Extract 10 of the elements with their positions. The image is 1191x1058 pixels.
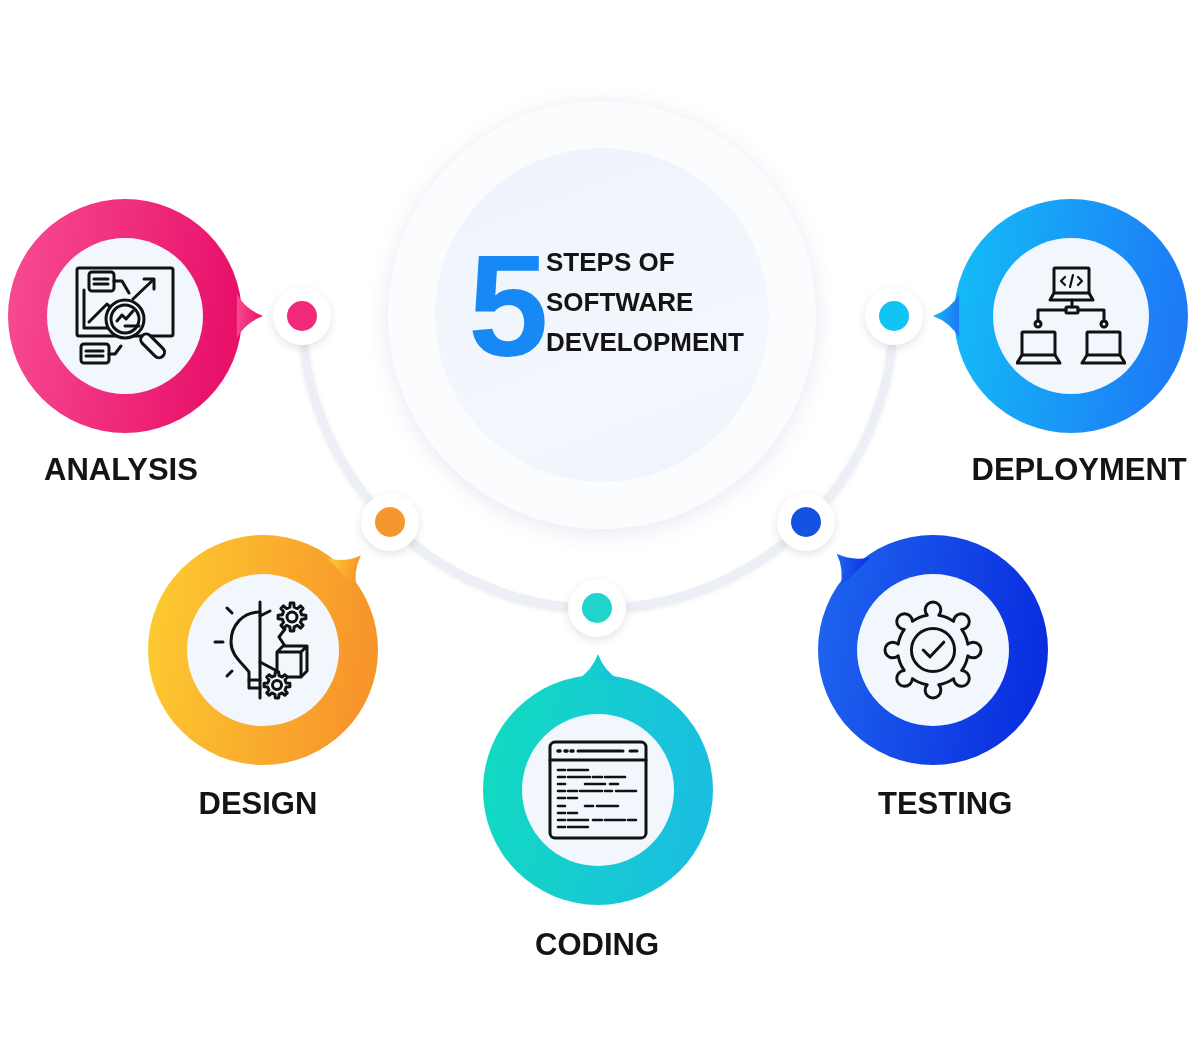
arc-connector [822,344,897,504]
step-label: DESIGN [198,786,318,822]
step-label: CODING [535,927,659,963]
step-label: ANALYSIS [44,452,198,488]
center-title: STEPS OF SOFTWARE DEVELOPMENT [546,246,745,359]
step-label: TESTING [878,786,1013,822]
arc-connector [625,538,787,611]
arc-connector [409,538,569,611]
arc-connector [299,344,374,504]
step-label: DEPLOYMENT [971,452,1187,488]
